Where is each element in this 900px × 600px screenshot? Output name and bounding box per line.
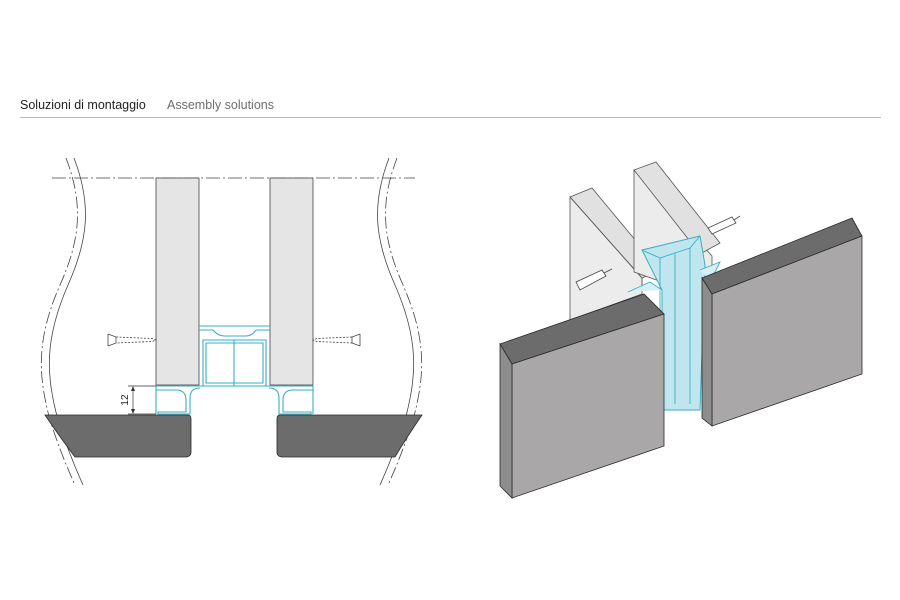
dark-panel-right-section <box>276 414 423 458</box>
screw-right-section <box>311 333 361 347</box>
section-view-drawing: 12 <box>40 157 423 486</box>
light-panel-left-section <box>155 177 200 386</box>
dark-panel-right-iso <box>701 217 863 427</box>
aluminium-profile-iso <box>627 235 721 411</box>
light-panel-right-section <box>269 177 314 386</box>
dark-panel-left-iso <box>499 293 665 499</box>
isometric-view-drawing <box>499 161 863 499</box>
screw-left-section <box>107 333 158 347</box>
section-title-english: Assembly solutions <box>167 98 274 112</box>
aluminium-profile-section <box>155 325 314 415</box>
break-line-right-outer <box>385 157 423 486</box>
break-line-left-outer <box>40 157 78 486</box>
nail-right-iso <box>707 215 741 235</box>
dimension-label: 12 <box>120 394 131 406</box>
section-header: Soluzioni di montaggio Assembly solution… <box>20 98 881 118</box>
section-title-italian: Soluzioni di montaggio <box>20 98 146 112</box>
dark-panel-left-section <box>44 414 192 458</box>
dimension-12 <box>128 385 156 415</box>
nail-left-iso <box>575 268 613 291</box>
